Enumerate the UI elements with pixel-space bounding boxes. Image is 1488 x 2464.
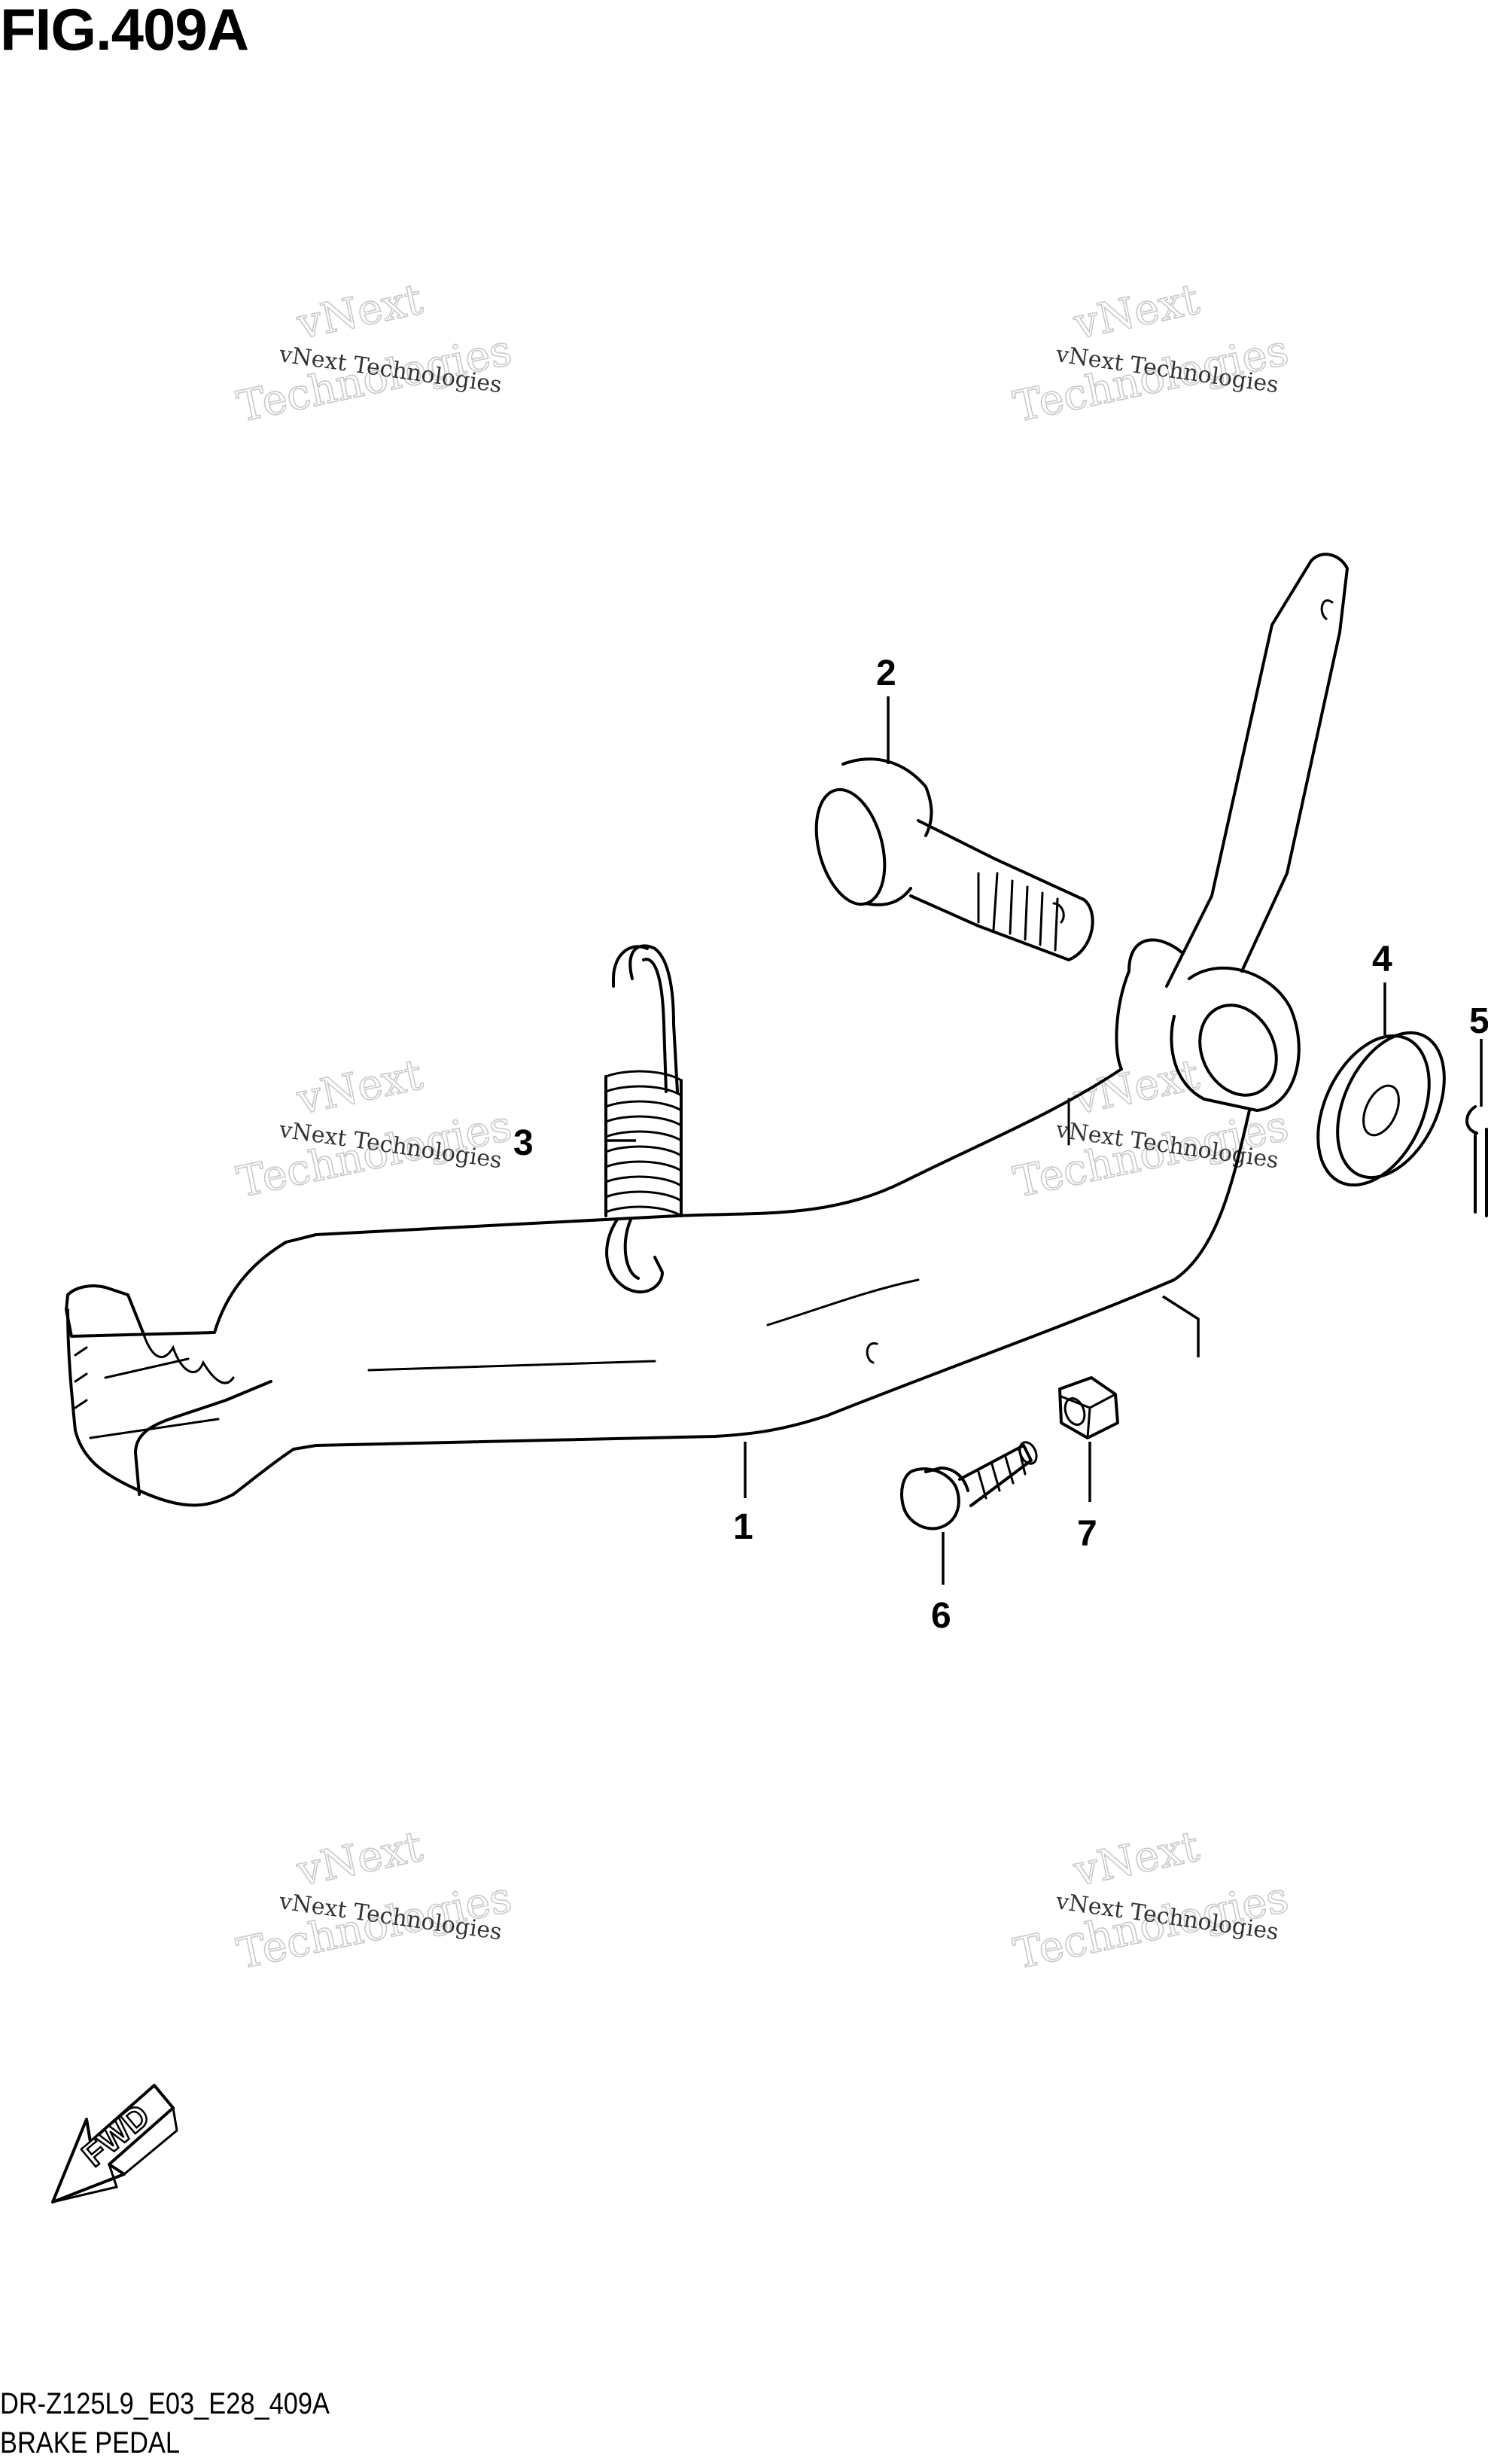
watermark-bottom-left: vNext Technologies vNext Technologies [233, 1821, 517, 1979]
callout-6: 6 [931, 1596, 951, 1636]
callout-4: 4 [1372, 940, 1392, 979]
watermark-top-left: vNext Technologies vNext Technologies [233, 274, 517, 432]
svg-text:vNext: vNext [292, 1050, 427, 1125]
brake-pedal-part-1 [65, 553, 1349, 1507]
svg-text:vNext: vNext [292, 275, 427, 349]
callout-2: 2 [876, 653, 896, 693]
svg-text:vNext: vNext [292, 1822, 427, 1896]
section-name: BRAKE PEDAL [0, 2426, 180, 2459]
pivot-bolt-part-2 [814, 757, 1094, 961]
watermark-bottom-right: vNext Technologies vNext Technologies [1009, 1821, 1294, 1979]
nut-part-7 [1058, 1376, 1119, 1439]
fwd-arrow-icon: FWD [51, 2084, 178, 2204]
callout-7: 7 [1077, 1514, 1097, 1554]
callout-labels: 1 2 3 4 5 6 7 [513, 653, 1488, 1636]
washer-part-4 [1316, 1031, 1446, 1187]
fwd-label: FWD [75, 2097, 157, 2174]
model-code: DR-Z125L9_E03_E28_409A [0, 2387, 330, 2420]
return-spring-part-3 [604, 944, 683, 1293]
cotter-pin-part-5 [1465, 1105, 1488, 1217]
spring-coils [604, 1070, 683, 1217]
figure-title: FIG.409A [0, 0, 249, 62]
watermark-mid-right: vNext Technologies vNext Technologies [1009, 1049, 1294, 1208]
leader-lines [606, 696, 1483, 1585]
watermark-top-right: vNext Technologies vNext Technologies [1009, 274, 1294, 432]
watermark-mid-left: vNext Technologies vNext Technologies [233, 1049, 517, 1208]
svg-text:vNext: vNext [1069, 1822, 1203, 1896]
callout-3: 3 [513, 1123, 534, 1163]
callout-5: 5 [1469, 1001, 1488, 1041]
bolt-part-6 [900, 1441, 1038, 1530]
callout-1: 1 [733, 1507, 753, 1547]
svg-text:vNext: vNext [1069, 275, 1203, 349]
